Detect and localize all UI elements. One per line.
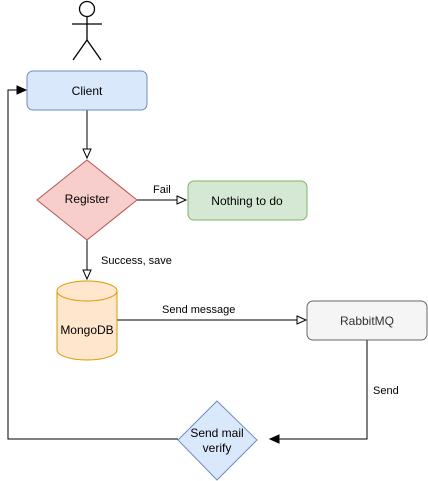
edge-register-nothing: Fail: [137, 184, 188, 205]
register-diamond: [36, 159, 138, 241]
node-register[interactable]: Register: [36, 159, 138, 241]
sendmail-diamond: [177, 400, 258, 481]
edge-sendmail-client: [7, 85, 178, 440]
register-label: Register: [65, 192, 110, 206]
node-send-mail-verify[interactable]: Send mail verify: [177, 400, 258, 481]
node-client[interactable]: Client: [26, 70, 148, 111]
sendmail-label-line1: Send mail: [190, 426, 243, 440]
edge-label-fail: Fail: [153, 184, 171, 196]
node-mongodb[interactable]: MongoDB: [56, 280, 118, 361]
node-rabbitmq[interactable]: RabbitMQ: [306, 300, 428, 341]
mongodb-cylinder-top: [56, 280, 118, 302]
client-label: Client: [72, 84, 103, 98]
edge-rabbitmq-sendmail: Send: [268, 340, 399, 444]
edge-mongodb-rabbitmq: Send message: [117, 304, 308, 325]
rabbitmq-box: [306, 300, 428, 341]
sendmail-label-line2: verify: [203, 441, 232, 455]
node-nothing-to-do[interactable]: Nothing to do: [187, 180, 308, 221]
nothing-label: Nothing to do: [211, 194, 283, 208]
edge-label-send-message: Send message: [162, 304, 235, 316]
actor-icon: [72, 0, 102, 61]
edge-label-send: Send: [373, 385, 399, 397]
mongodb-label: MongoDB: [60, 323, 113, 337]
edge-register-mongodb: Success, save: [82, 240, 172, 281]
mongodb-cylinder-body: [56, 291, 118, 361]
rabbitmq-label: RabbitMQ: [340, 314, 394, 328]
client-box: [26, 70, 148, 111]
edge-label-success: Success, save: [101, 255, 172, 267]
nothing-box: [187, 180, 308, 221]
